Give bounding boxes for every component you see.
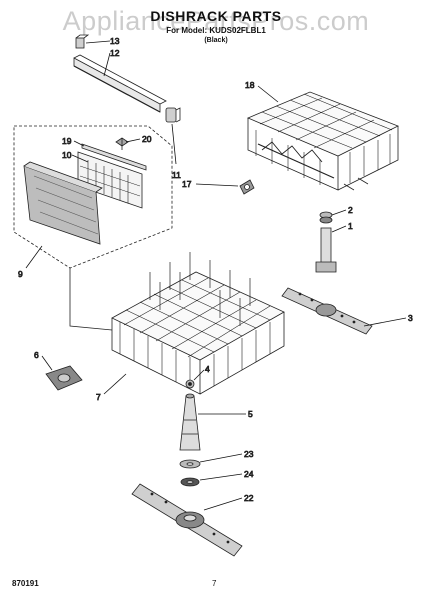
callout-2: 2: [348, 205, 353, 215]
part-11-stop: [165, 107, 181, 123]
part-10-vent-panel: [77, 151, 143, 209]
wall-parts-dashed-box: [13, 125, 173, 269]
box-to-rack-leader: [69, 268, 113, 331]
part-5-spray-tower: [179, 393, 201, 451]
part-24-seal: [180, 477, 200, 487]
callout-20: 20: [142, 134, 152, 144]
callout-7: 7: [96, 392, 101, 402]
part-4-wheel: [185, 379, 195, 389]
page-number: 7: [212, 579, 217, 588]
part-2-bearing: [319, 211, 333, 224]
page-title: DISHRACK PARTS: [150, 8, 282, 24]
part-1-spray-tube: [315, 227, 337, 273]
callout-11: 11: [172, 170, 181, 180]
part-6-adjuster: [45, 365, 83, 391]
callout-9: 9: [18, 269, 23, 279]
callout-24: 24: [244, 469, 254, 479]
part-7-lower-rack: [111, 252, 285, 395]
callout-18: 18: [245, 80, 255, 90]
callout-23: 23: [244, 449, 254, 459]
part-23-washer: [179, 459, 201, 469]
callout-3: 3: [408, 313, 413, 323]
part-13-end-cap: [75, 34, 90, 49]
part-17-clip: [239, 179, 255, 195]
watermark: AppliancePartsPros.com: [62, 6, 370, 36]
part-3-upper-spray-arm: [281, 287, 373, 335]
callout-12: 12: [110, 48, 120, 58]
part-12-rail: [73, 54, 167, 113]
part-22-lower-spray-arm: [131, 483, 243, 557]
model-subtitle: For Model: KUDS02FLBL1: [166, 26, 266, 35]
callout-10: 10: [62, 150, 72, 160]
part-18-upper-rack: [246, 91, 399, 191]
part-19-strip: [81, 143, 147, 171]
part-9-side-shield: [23, 161, 103, 245]
callout-5: 5: [248, 409, 253, 419]
callout-6: 6: [34, 350, 39, 360]
color-note: (Black): [204, 37, 228, 44]
leader-lines: [25, 40, 407, 511]
callout-13: 13: [110, 36, 120, 46]
callout-1: 1: [348, 221, 353, 231]
callout-19: 19: [62, 136, 72, 146]
callout-22: 22: [244, 493, 254, 503]
callout-4: 4: [205, 364, 210, 374]
callout-17: 17: [182, 179, 192, 189]
footer-code: 870191: [12, 579, 39, 588]
part-20-clip: [115, 137, 129, 150]
